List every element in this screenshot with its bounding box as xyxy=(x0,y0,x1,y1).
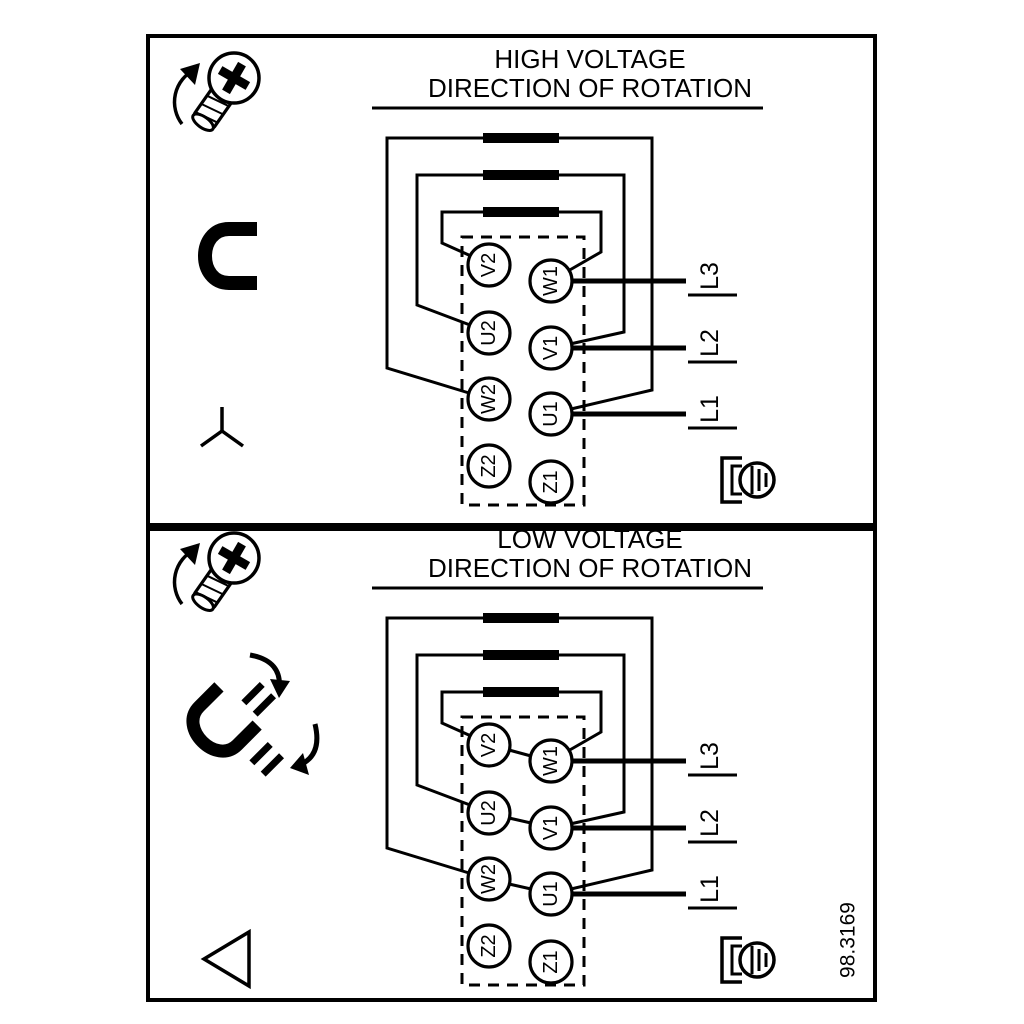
loose-jumper xyxy=(241,681,277,717)
screw-rotation-icon xyxy=(172,531,261,616)
terminal-label: Z1 xyxy=(540,470,562,493)
terminal-label: U2 xyxy=(478,320,500,346)
figure-number: 98.3169 xyxy=(837,902,860,978)
panel-title: LOW VOLTAGE xyxy=(497,524,682,554)
panel-frame-high-voltage xyxy=(146,34,877,527)
supply-label-l3: L3 xyxy=(696,742,724,770)
terminal-label: W1 xyxy=(540,746,562,776)
screw-rotation-icon xyxy=(172,51,261,136)
terminal-label: Z2 xyxy=(478,934,500,957)
terminal-label: V1 xyxy=(540,336,562,360)
loose-jumper xyxy=(249,741,285,777)
jumper-reposition-icon xyxy=(186,652,320,777)
supply-label-l2: L2 xyxy=(696,809,724,837)
supply-label-l1: L1 xyxy=(696,875,724,903)
terminal-label: Z2 xyxy=(478,454,500,477)
terminal-label: V2 xyxy=(478,253,500,277)
move-arrowhead xyxy=(290,753,309,775)
terminal-block xyxy=(387,133,774,505)
supply-label-l3: L3 xyxy=(696,262,724,290)
star-connection-icon xyxy=(199,407,245,448)
delta-connection-icon xyxy=(200,928,251,990)
terminal-label: U1 xyxy=(540,881,562,907)
terminal-label: W2 xyxy=(478,864,500,894)
terminal-label: W1 xyxy=(540,266,562,296)
panel-subtitle: DIRECTION OF ROTATION xyxy=(428,553,752,583)
panel-frame-low-voltage xyxy=(146,527,877,1002)
delta-link-wires xyxy=(508,748,532,891)
panel-subtitle: DIRECTION OF ROTATION xyxy=(428,73,752,103)
panel-title: HIGH VOLTAGE xyxy=(494,44,685,74)
supply-label-l1: L1 xyxy=(696,395,724,423)
move-arrowhead xyxy=(270,679,290,698)
terminal-label: U1 xyxy=(540,401,562,427)
terminal-block xyxy=(387,613,774,985)
terminal-label: V1 xyxy=(540,816,562,840)
terminal-label: U2 xyxy=(478,800,500,826)
jumper-icon xyxy=(198,222,257,290)
terminal-label: W2 xyxy=(478,384,500,414)
terminal-label: V2 xyxy=(478,733,500,757)
terminal-label: Z1 xyxy=(540,950,562,973)
supply-label-l2: L2 xyxy=(696,329,724,357)
